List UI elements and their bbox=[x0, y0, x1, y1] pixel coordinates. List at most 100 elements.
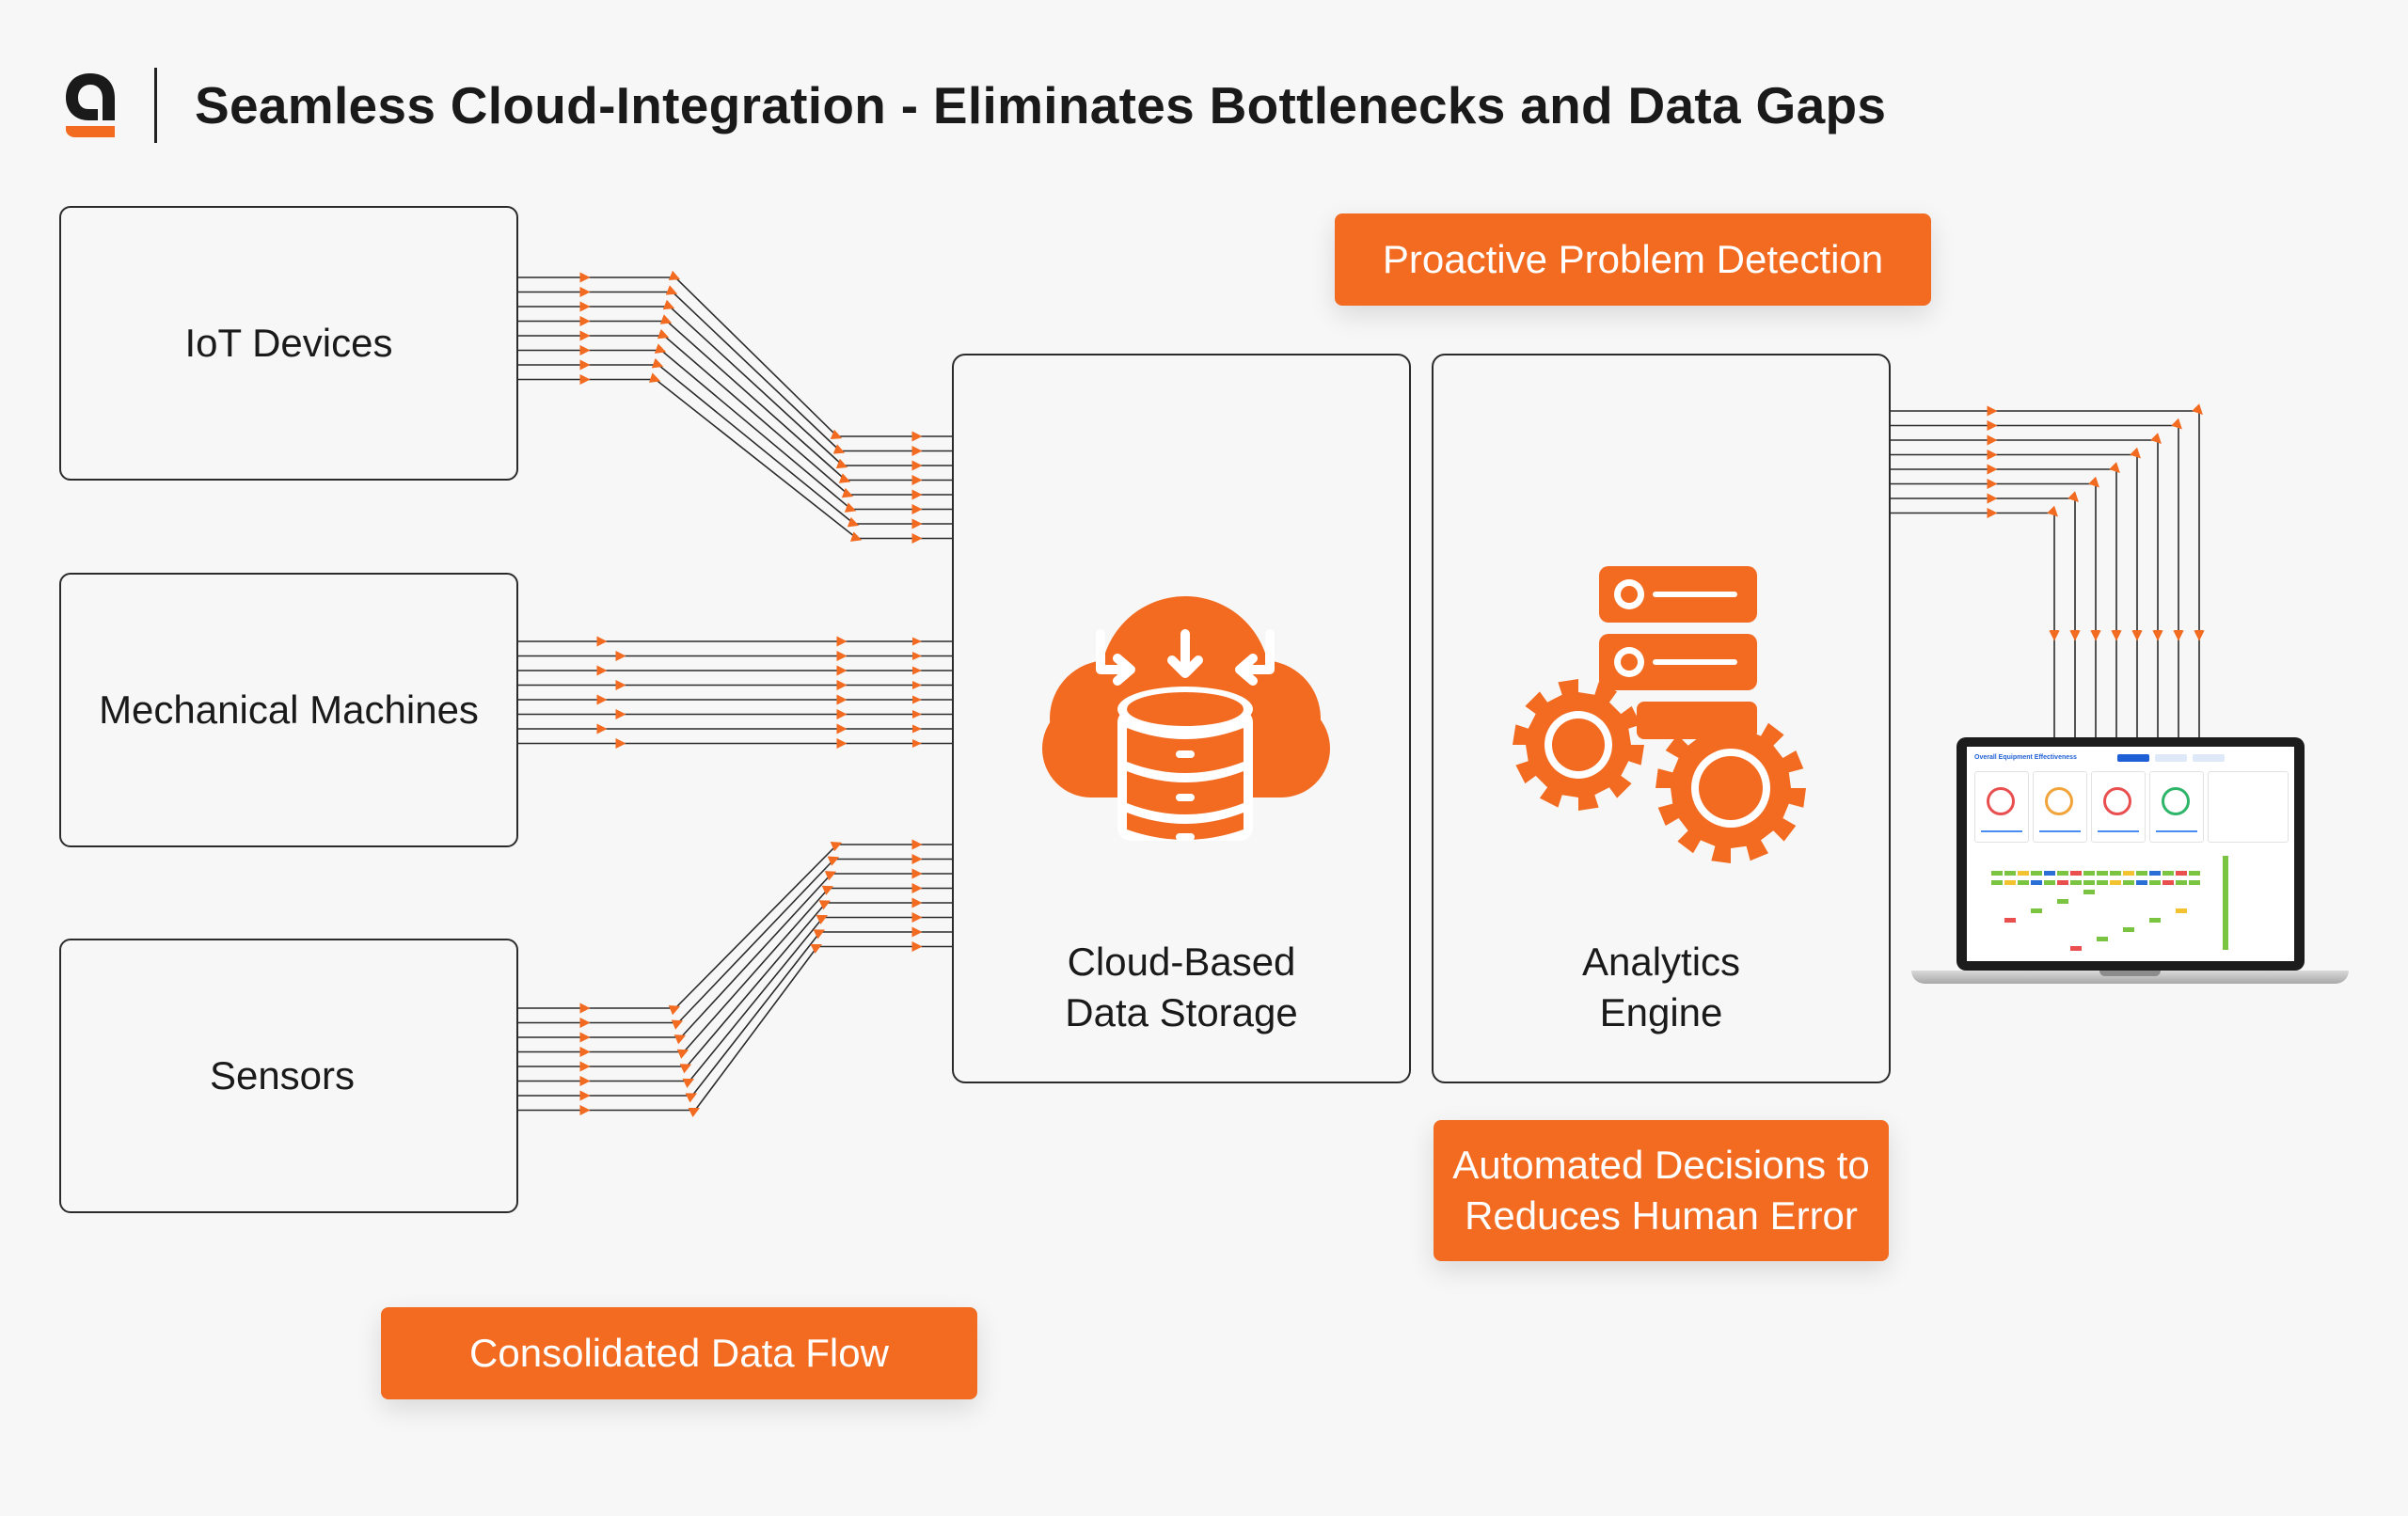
connector-line-sensors bbox=[515, 926, 952, 1103]
flow-arrow-icon bbox=[2070, 630, 2080, 640]
cloud-storage-box: Cloud-Based Data Storage bbox=[952, 354, 1411, 1083]
flow-arrow-icon bbox=[912, 447, 922, 455]
flow-arrow-icon bbox=[2153, 630, 2162, 640]
flow-arrow-icon bbox=[580, 1091, 590, 1100]
dashboard-tab bbox=[2117, 754, 2149, 762]
flow-arrow-icon bbox=[837, 724, 847, 734]
connector-line-iot bbox=[515, 314, 952, 486]
flow-arrow-icon bbox=[580, 288, 590, 296]
flow-arrow-icon bbox=[580, 1003, 590, 1013]
flow-arrow-icon bbox=[912, 840, 922, 849]
callout-consolidated-label: Consolidated Data Flow bbox=[469, 1331, 889, 1375]
analytics-engine-label-line1: Analytics bbox=[1581, 940, 1741, 984]
flow-arrow-icon bbox=[912, 898, 922, 908]
flow-arrow-icon bbox=[1988, 480, 1997, 488]
flow-arrow-icon bbox=[580, 360, 590, 370]
flow-arrow-icon bbox=[837, 710, 847, 719]
connector-line-sensors bbox=[515, 868, 952, 1045]
connector-line-analytics bbox=[1887, 476, 2101, 737]
flow-arrow-icon bbox=[912, 666, 922, 675]
flow-arrow-icon bbox=[837, 652, 847, 660]
timeline-row bbox=[1991, 929, 2208, 941]
dashboard-tab bbox=[2193, 754, 2225, 762]
timeline-row bbox=[1991, 892, 2208, 904]
callout-automated-line2: Reduces Human Error bbox=[1465, 1193, 1858, 1238]
connector-line-sensors bbox=[515, 911, 952, 1088]
flow-arrow-icon bbox=[912, 681, 922, 689]
flow-arrow-icon bbox=[912, 695, 922, 704]
flow-arrow-icon bbox=[597, 695, 607, 704]
flow-arrow-icon bbox=[837, 666, 847, 675]
page-title: Seamless Cloud-Integration - Eliminates … bbox=[195, 76, 1887, 134]
connector-line-analytics bbox=[1887, 462, 2122, 737]
flow-arrow-icon bbox=[616, 681, 626, 689]
side-panel bbox=[2208, 771, 2289, 843]
flow-arrow-icon bbox=[837, 681, 847, 689]
flow-arrow-icon bbox=[580, 346, 590, 355]
analytics-engine-label-line2: Engine bbox=[1599, 990, 1723, 1034]
connector-line-iot bbox=[515, 285, 952, 457]
connector-line-analytics bbox=[1887, 418, 2184, 737]
laptop-base bbox=[1911, 971, 2349, 984]
cloud-storage-label-line2: Data Storage bbox=[1065, 990, 1298, 1034]
flow-arrow-icon bbox=[912, 884, 922, 892]
callout-automated-decisions: Automated Decisions to Reduces Human Err… bbox=[1434, 1120, 1889, 1261]
connector-line-analytics bbox=[1887, 505, 2060, 737]
connector-line-sensors bbox=[515, 940, 952, 1118]
flow-arrow-icon bbox=[837, 695, 847, 704]
flow-arrow-icon bbox=[912, 739, 922, 748]
callout-automated-line1: Automated Decisions to bbox=[1452, 1143, 1870, 1187]
flow-arrow-icon bbox=[580, 375, 590, 384]
laptop-screen-bezel: Overall Equipment Effectiveness bbox=[1956, 737, 2305, 971]
server-gears-icon bbox=[1513, 566, 1806, 863]
flow-arrow-icon bbox=[580, 1062, 590, 1071]
analytics-engine-box: Analytics Engine bbox=[1432, 354, 1891, 1083]
connector-line-analytics bbox=[1887, 433, 2163, 737]
header: Seamless Cloud-Integration - Eliminates … bbox=[60, 68, 1886, 143]
flow-arrow-icon bbox=[2194, 630, 2204, 640]
timeline-row bbox=[1991, 901, 2208, 913]
flow-arrow-icon bbox=[616, 710, 626, 719]
header-divider bbox=[154, 68, 157, 143]
flow-arrow-icon bbox=[597, 637, 607, 646]
flow-arrow-icon bbox=[912, 432, 922, 441]
flow-arrow-icon bbox=[597, 724, 607, 734]
flow-arrow-icon bbox=[912, 476, 922, 484]
connector-line-iot bbox=[515, 328, 952, 500]
callout-proactive-problem-detection: Proactive Problem Detection bbox=[1335, 213, 1931, 306]
flow-arrow-icon bbox=[912, 505, 922, 513]
flow-arrow-icon bbox=[1988, 509, 1997, 517]
kpi-card bbox=[2091, 771, 2146, 843]
kpi-card bbox=[2149, 771, 2204, 843]
flow-arrow-icon bbox=[912, 942, 922, 951]
flow-arrow-icon bbox=[912, 461, 922, 470]
flow-arrow-icon bbox=[912, 637, 922, 646]
flow-arrow-icon bbox=[580, 1106, 590, 1114]
kpi-card bbox=[2033, 771, 2087, 843]
flow-arrow-icon bbox=[1988, 435, 1997, 445]
dashboard-title: Overall Equipment Effectiveness bbox=[1974, 754, 2077, 761]
logo-icon bbox=[66, 73, 115, 137]
flow-arrow-icon bbox=[2132, 630, 2142, 640]
connector-line-analytics bbox=[1887, 491, 2081, 737]
flow-arrow-icon bbox=[2112, 630, 2121, 640]
flow-arrow-icon bbox=[2050, 630, 2059, 640]
flow-arrow-icon bbox=[912, 519, 922, 529]
source-box-mechanical-machines: Mechanical Machines bbox=[59, 573, 518, 847]
kpi-card bbox=[1974, 771, 2029, 843]
flow-arrow-icon bbox=[912, 490, 922, 499]
flow-arrow-icon bbox=[912, 652, 922, 660]
callout-consolidated-data-flow: Consolidated Data Flow bbox=[381, 1307, 977, 1399]
flow-arrow-icon bbox=[597, 666, 607, 675]
flow-arrow-icon bbox=[1988, 494, 1997, 503]
source-box-iot-devices: IoT Devices bbox=[59, 206, 518, 481]
flow-arrow-icon bbox=[580, 317, 590, 325]
timeline-row bbox=[1991, 939, 2208, 951]
flow-arrow-icon bbox=[912, 855, 922, 863]
flow-arrow-icon bbox=[616, 739, 626, 748]
laptop-notch bbox=[2099, 971, 2161, 976]
connector-line-iot bbox=[515, 357, 952, 529]
connector-line-iot bbox=[515, 372, 952, 545]
flow-arrow-icon bbox=[837, 637, 847, 646]
